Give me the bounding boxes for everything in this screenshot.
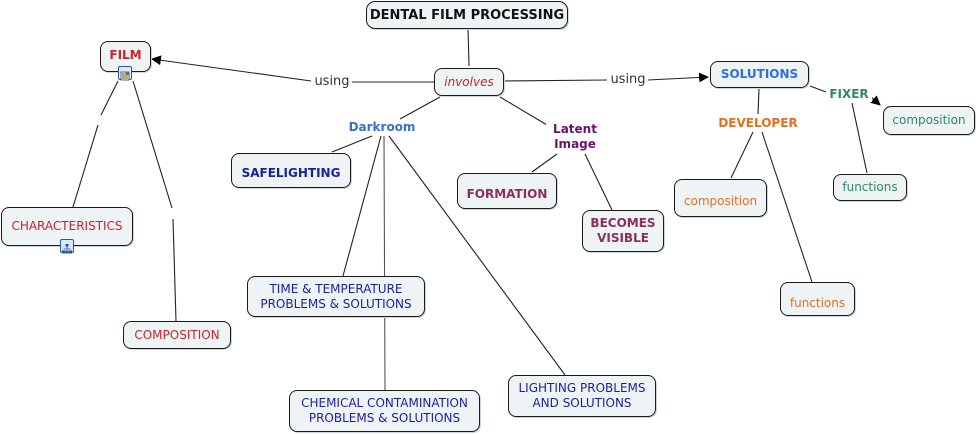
concept-label: SAFELIGHTING <box>241 166 341 180</box>
concept-fixer-composition[interactable]: composition <box>883 106 975 135</box>
link-latent-becomes <box>584 153 613 211</box>
link-solutions-developer <box>757 88 760 115</box>
linking-phrase-fixer[interactable]: FIXER <box>826 87 872 102</box>
link-latent-formation <box>531 153 558 173</box>
concept-formation[interactable]: FORMATION <box>457 173 557 209</box>
concept-label: DENTAL FILM PROCESSING <box>369 7 565 23</box>
concept-involves[interactable]: involves <box>434 68 504 96</box>
link-solutions-fixer <box>809 85 827 93</box>
concept-label-line-1: LIGHTING PROBLEMS <box>518 381 646 395</box>
linking-phrase-using-right[interactable]: using <box>608 72 648 87</box>
concept-developer-functions[interactable]: functions <box>780 282 855 316</box>
concept-time-temperature[interactable]: TIME & TEMPERATURE PROBLEMS & SOLUTIONS <box>247 276 425 317</box>
concept-label: CHARACTERISTICS <box>11 219 123 233</box>
link-film-characteristics-b <box>72 124 99 208</box>
concept-label-line-2: PROBLEMS & SOLUTIONS <box>308 411 461 425</box>
concept-composition-film[interactable]: COMPOSITION <box>123 321 231 349</box>
linking-phrase-line-2: Image <box>554 137 596 151</box>
concept-label-line-2: PROBLEMS & SOLUTIONS <box>260 296 412 311</box>
concept-chemical-contamination[interactable]: CHEMICAL CONTAMINATION PROBLEMS & SOLUTI… <box>289 390 480 432</box>
link-darkroom-chemical <box>383 135 386 391</box>
link-film-characteristics-a <box>100 80 119 116</box>
link-using-solutions <box>647 72 709 83</box>
concept-label-line-1: CHEMICAL CONTAMINATION <box>301 396 468 410</box>
concept-label-line-2: VISIBLE <box>597 231 649 245</box>
concept-safelighting[interactable]: SAFELIGHTING <box>231 153 351 188</box>
link-film-composition-a <box>132 80 173 209</box>
concept-dental-film-processing[interactable]: DENTAL FILM PROCESSING <box>366 1 568 29</box>
link-darkroom-safelighting <box>331 135 373 153</box>
concept-label-line-2: AND SOLUTIONS <box>532 396 632 410</box>
concept-label: composition <box>683 193 758 208</box>
linking-phrase-darkroom[interactable]: Darkroom <box>346 120 418 135</box>
link-root-involves <box>467 27 470 67</box>
submap-icon[interactable] <box>60 239 74 254</box>
concept-label: functions <box>842 180 898 194</box>
concept-label: functions <box>789 295 846 310</box>
concept-label: COMPOSITION <box>134 327 220 342</box>
link-involves-using-right <box>503 79 608 82</box>
concept-label: FILM <box>109 48 142 62</box>
link-developer-composition <box>730 131 754 179</box>
concept-label-line-1: TIME & TEMPERATURE <box>269 281 403 296</box>
concept-becomes-visible[interactable]: BECOMES VISIBLE <box>582 210 664 252</box>
linking-phrase-line-1: Latent <box>553 122 597 136</box>
link-fixer-functions <box>851 102 868 174</box>
linking-phrase-latent-image[interactable]: Latent Image <box>546 122 604 152</box>
concept-label: SOLUTIONS <box>720 67 799 81</box>
concept-developer-composition[interactable]: composition <box>674 179 767 217</box>
concept-solutions[interactable]: SOLUTIONS <box>710 61 809 88</box>
concept-fixer-functions[interactable]: functions <box>833 174 907 201</box>
link-involves-darkroom <box>399 96 441 120</box>
link-involves-latent <box>499 96 553 129</box>
link-darkroom-timetemp <box>342 135 382 277</box>
linking-phrase-developer[interactable]: DEVELOPER <box>716 116 800 131</box>
concept-label: involves <box>444 74 494 89</box>
concept-label: FORMATION <box>466 186 548 201</box>
concept-label-line-1: BECOMES <box>590 216 656 230</box>
concept-lighting-problems[interactable]: LIGHTING PROBLEMS AND SOLUTIONS <box>508 375 656 417</box>
concept-label: composition <box>892 113 966 127</box>
linking-phrase-using-left[interactable]: using <box>312 74 352 89</box>
link-developer-functions <box>761 131 813 283</box>
link-darkroom-lighting <box>388 135 566 376</box>
document-image-icon[interactable] <box>118 66 132 81</box>
link-using-film <box>151 55 312 82</box>
link-film-composition-b <box>172 218 177 322</box>
